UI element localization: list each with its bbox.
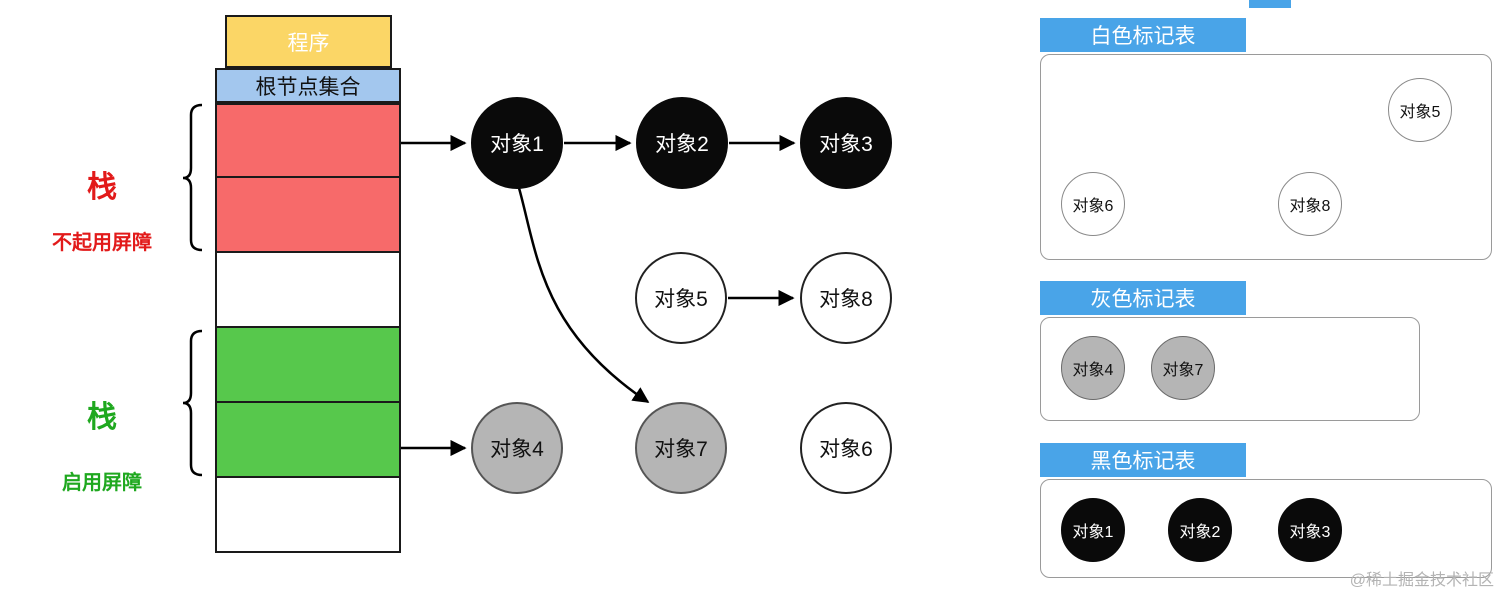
black-table-node-obj3: 对象3 bbox=[1278, 498, 1342, 562]
node-label: 对象3 bbox=[1289, 524, 1331, 541]
black-table-title: 黑色标记表 bbox=[1090, 450, 1196, 473]
graph-node-obj6: 对象6 bbox=[800, 402, 892, 494]
graph-node-obj2: 对象2 bbox=[636, 97, 728, 189]
watermark: @稀土掘金技术社区 bbox=[1349, 572, 1494, 589]
stack-cell-red-2 bbox=[215, 178, 401, 253]
white-table-header: 白色标记表 bbox=[1040, 18, 1246, 52]
node-label: 对象4 bbox=[490, 438, 544, 461]
cropped-header-fragment bbox=[1249, 0, 1291, 8]
brace-green-section bbox=[182, 329, 203, 477]
stack-cell-white-1 bbox=[215, 253, 401, 328]
graph-node-obj5: 对象5 bbox=[635, 252, 727, 344]
stack-cell-green-2 bbox=[215, 403, 401, 478]
black-table-node-obj1: 对象1 bbox=[1061, 498, 1125, 562]
white-table-node-obj6: 对象6 bbox=[1061, 172, 1125, 236]
white-table-node-obj8: 对象8 bbox=[1278, 172, 1342, 236]
root-set-box: 根节点集合 bbox=[215, 68, 401, 103]
gray-table-node-obj7: 对象7 bbox=[1151, 336, 1215, 400]
white-table-title: 白色标记表 bbox=[1090, 25, 1196, 48]
white-table-node-obj5: 对象5 bbox=[1388, 78, 1452, 142]
node-label: 对象7 bbox=[654, 438, 708, 461]
node-label: 对象8 bbox=[1289, 198, 1331, 215]
graph-node-obj8: 对象8 bbox=[800, 252, 892, 344]
graph-node-obj4: 对象4 bbox=[471, 402, 563, 494]
node-label: 对象3 bbox=[819, 133, 873, 156]
green-stack-title: 栈 bbox=[87, 401, 117, 434]
red-stack-title: 栈 bbox=[87, 171, 117, 204]
node-label: 对象1 bbox=[1072, 524, 1114, 541]
black-table-node-obj2: 对象2 bbox=[1168, 498, 1232, 562]
stack-cell-white-2 bbox=[215, 478, 401, 553]
node-label: 对象2 bbox=[1179, 524, 1221, 541]
stack-cell-red-1 bbox=[215, 103, 401, 178]
node-label: 对象1 bbox=[490, 133, 544, 156]
green-stack-note: 启用屏障 bbox=[62, 472, 142, 494]
edge-obj1-obj7 bbox=[517, 187, 650, 404]
node-label: 对象4 bbox=[1072, 362, 1114, 379]
black-table-header: 黑色标记表 bbox=[1040, 443, 1246, 477]
node-label: 对象6 bbox=[1072, 198, 1114, 215]
node-label: 对象5 bbox=[1399, 104, 1441, 121]
gray-table-title: 灰色标记表 bbox=[1090, 288, 1196, 311]
root-set-label: 根节点集合 bbox=[255, 75, 361, 99]
node-label: 对象8 bbox=[819, 288, 873, 311]
program-label: 程序 bbox=[287, 31, 330, 55]
graph-node-obj7: 对象7 bbox=[635, 402, 727, 494]
red-stack-note: 不起用屏障 bbox=[52, 232, 152, 254]
gray-table-header: 灰色标记表 bbox=[1040, 281, 1246, 315]
gray-table-node-obj4: 对象4 bbox=[1061, 336, 1125, 400]
node-label: 对象6 bbox=[819, 438, 873, 461]
node-label: 对象7 bbox=[1162, 362, 1204, 379]
stack-cell-green-1 bbox=[215, 328, 401, 403]
program-box: 程序 bbox=[225, 15, 392, 68]
graph-node-obj1: 对象1 bbox=[471, 97, 563, 189]
graph-node-obj3: 对象3 bbox=[800, 97, 892, 189]
node-label: 对象5 bbox=[654, 288, 708, 311]
node-label: 对象2 bbox=[655, 133, 709, 156]
